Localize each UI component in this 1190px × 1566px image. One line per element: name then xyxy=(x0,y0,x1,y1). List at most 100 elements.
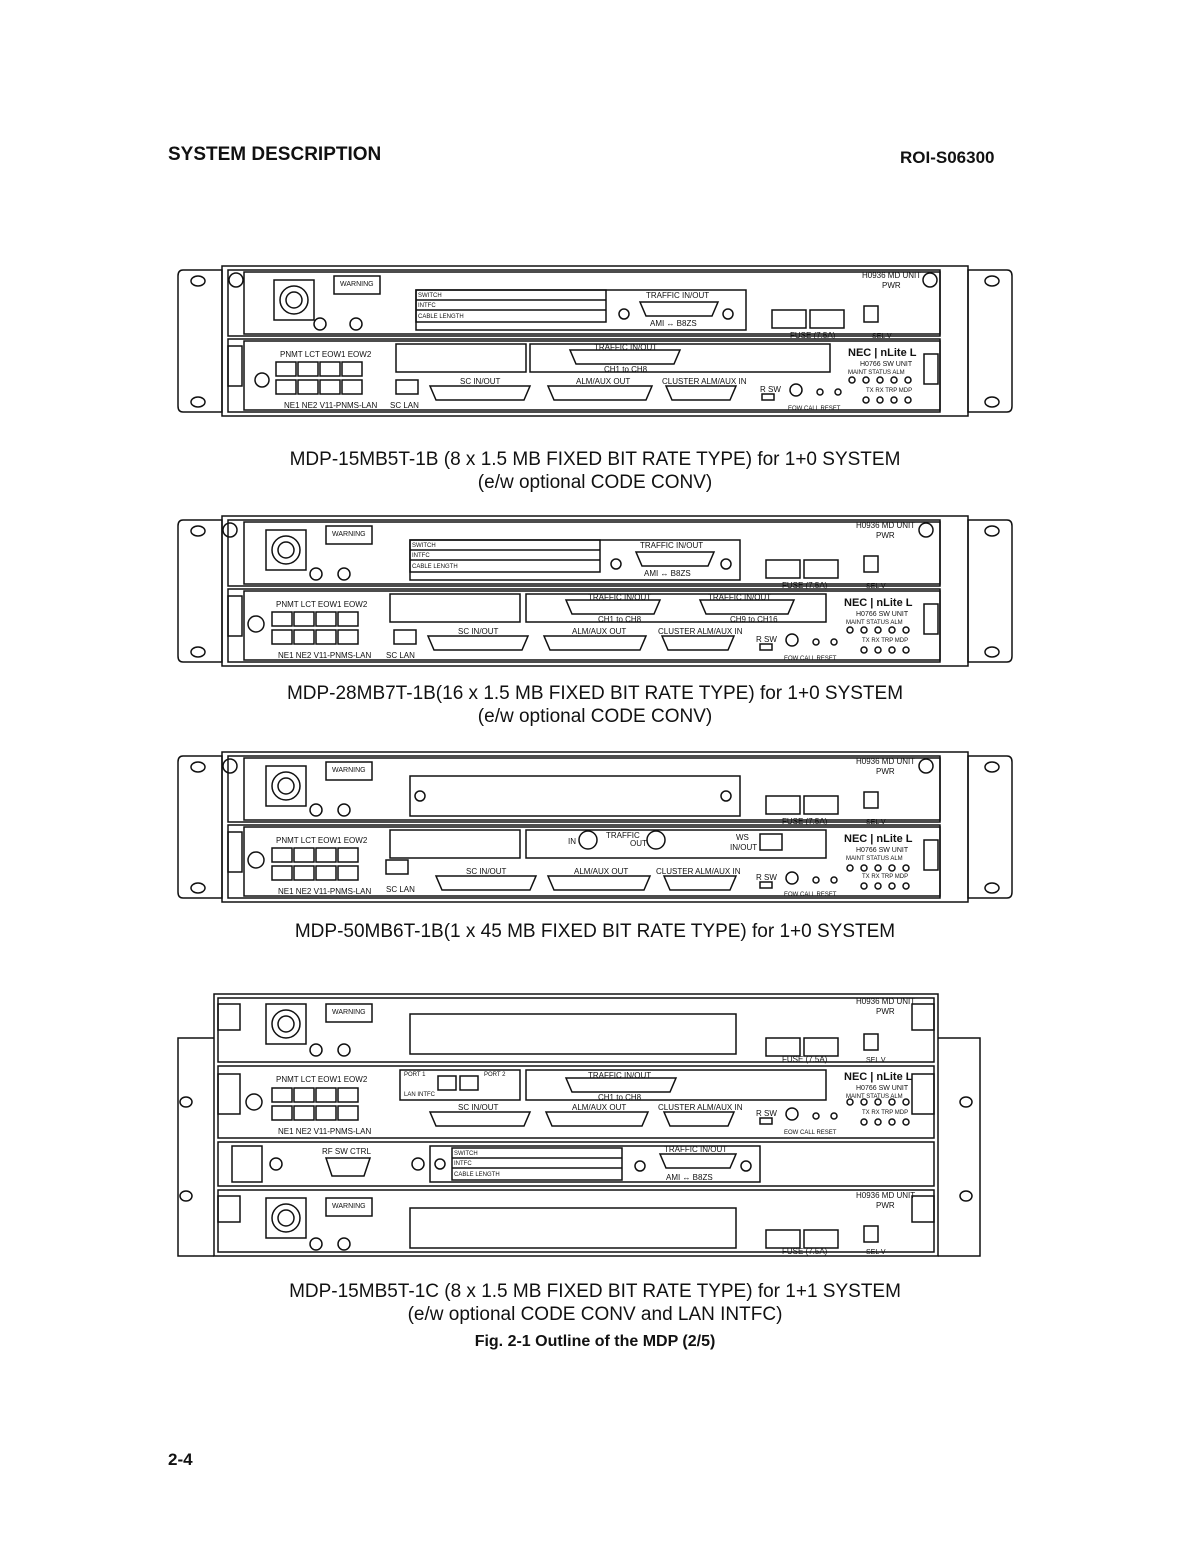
out-label: OUT xyxy=(630,839,647,848)
pnmt-row-label: PNMT LCT EOW1 EOW2 xyxy=(276,836,368,845)
tx-rx-label: TX RX TRP MDP xyxy=(866,388,912,394)
pwr-label: PWR xyxy=(876,767,895,776)
traffic-inout-label: TRAFFIC IN/OUT xyxy=(640,541,703,550)
cluster-alm-label: CLUSTER ALM/AUX IN xyxy=(656,867,741,876)
warning-label: WARNING xyxy=(332,767,366,774)
r-sw-label: R SW xyxy=(760,385,781,394)
sw-unit-label: H0766 SW UNIT xyxy=(856,847,909,854)
in-label: IN xyxy=(568,837,576,846)
cluster-alm-label: CLUSTER ALM/AUX IN xyxy=(662,377,747,386)
caption-1-line2: (e/w optional CODE CONV) xyxy=(477,472,713,493)
warning-label: WARNING xyxy=(340,281,374,288)
intfc-label: INTFC xyxy=(454,1161,472,1167)
cable-length-label: CABLE LENGTH xyxy=(418,314,464,320)
cable-length-label: CABLE LENGTH xyxy=(454,1172,500,1178)
ami-b8zs-label: AMI ↔ B8ZS xyxy=(644,569,691,578)
sw-unit-label: H0766 SW UNIT xyxy=(860,361,913,368)
fuse-label: FUSE (7.5A) xyxy=(790,331,836,340)
maint-status-label: MAINT STATUS ALM xyxy=(846,856,903,862)
ch1-ch8-label: CH1 to CH8 xyxy=(604,365,648,374)
eow-call-reset-label: EOW CALL RESET xyxy=(784,892,837,898)
md-unit-label-2: H0936 MD UNIT xyxy=(856,1191,915,1200)
figure-caption: Fig. 2-1 Outline of the MDP (2/5) xyxy=(474,1333,716,1350)
ch1-ch8-label: CH1 to CH8 xyxy=(598,615,642,624)
eow-call-reset-label: EOW CALL RESET xyxy=(784,656,837,662)
pnmt-row-label: PNMT LCT EOW1 EOW2 xyxy=(280,350,372,359)
pwr-label: PWR xyxy=(876,1007,895,1016)
sc-inout-label: SC IN/OUT xyxy=(460,377,501,386)
eow-call-reset-label: EOW CALL RESET xyxy=(784,1130,837,1136)
warning-label: WARNING xyxy=(332,1009,366,1016)
sc-inout-label: SC IN/OUT xyxy=(458,1103,499,1112)
traffic-inout-label: TRAFFIC IN/OUT xyxy=(594,343,657,352)
warning-label: WARNING xyxy=(332,531,366,538)
traffic-inout-label: TRAFFIC IN/OUT xyxy=(646,291,709,300)
ch1-ch8-label: CH1 to CH8 xyxy=(598,1093,642,1102)
in-out-label: IN/OUT xyxy=(730,843,757,852)
traffic-inout-label-2: TRAFFIC IN/OUT xyxy=(708,593,771,602)
sel-v-label: SEL V xyxy=(866,583,886,590)
ws-label: WS xyxy=(736,833,749,842)
ami-b8zs-label: AMI ↔ B8ZS xyxy=(666,1173,713,1182)
ne-row-label: NE1 NE2 V11-PNMS-LAN xyxy=(284,401,377,410)
brand-logo: NEC | nLite L xyxy=(848,347,917,359)
tx-rx-label: TX RX TRP MDP xyxy=(862,638,908,644)
mdp-15mb5t-1b-diagram: H0936 MD UNIT PWR FUSE (7.5A) SEL V WARN… xyxy=(0,262,1190,420)
r-sw-label: R SW xyxy=(756,635,777,644)
rf-sw-ctrl-label: RF SW CTRL xyxy=(322,1147,371,1156)
alm-aux-out-label: ALM/AUX OUT xyxy=(576,377,630,386)
tx-rx-label: TX RX TRP MDP xyxy=(862,1110,908,1116)
caption-4-line1: MDP-15MB5T-1C (8 x 1.5 MB FIXED BIT RATE… xyxy=(289,1281,901,1302)
ami-b8zs-label: AMI ↔ B8ZS xyxy=(650,319,697,328)
caption-3-line1: MDP-50MB6T-1B(1 x 45 MB FIXED BIT RATE T… xyxy=(294,921,896,942)
r-sw-label: R SW xyxy=(756,873,777,882)
cluster-alm-label: CLUSTER ALM/AUX IN xyxy=(658,1103,743,1112)
caption-2: MDP-28MB7T-1B(16 x 1.5 MB FIXED BIT RATE… xyxy=(0,682,1190,728)
sel-v-label-2: SEL V xyxy=(866,1249,886,1256)
pnmt-row-label: PNMT LCT EOW1 EOW2 xyxy=(276,1075,368,1084)
pwr-label: PWR xyxy=(876,531,895,540)
intfc-label: INTFC xyxy=(412,553,430,559)
mdp-50mb6t-1b-diagram: H0936 MD UNIT PWR FUSE (7.5A) SEL V WARN… xyxy=(0,748,1190,906)
fuse-label: FUSE (7.5A) xyxy=(782,1055,828,1064)
alm-aux-out-label: ALM/AUX OUT xyxy=(572,627,626,636)
maint-status-label: MAINT STATUS ALM xyxy=(846,1094,903,1100)
caption-4: MDP-15MB5T-1C (8 x 1.5 MB FIXED BIT RATE… xyxy=(0,1280,1190,1326)
traffic-inout-label: TRAFFIC IN/OUT xyxy=(588,593,651,602)
sc-lan-label: SC LAN xyxy=(386,651,415,660)
sel-v-label: SEL V xyxy=(872,333,892,340)
r-sw-label: R SW xyxy=(756,1109,777,1118)
sw-unit-label: H0766 SW UNIT xyxy=(856,1085,909,1092)
fuse-label: FUSE (7.5A) xyxy=(782,817,828,826)
mdp-28mb7t-1b-diagram: H0936 MD UNIT PWR FUSE (7.5A) SEL V WARN… xyxy=(0,512,1190,670)
switch-label: SWITCH xyxy=(418,293,442,299)
sw-unit-label: H0766 SW UNIT xyxy=(856,611,909,618)
ne-row-label: NE1 NE2 V11-PNMS-LAN xyxy=(278,887,371,896)
sc-inout-label: SC IN/OUT xyxy=(466,867,507,876)
fuse-label-2: FUSE (7.5A) xyxy=(782,1247,828,1256)
switch-label: SWITCH xyxy=(454,1151,478,1157)
maint-status-label: MAINT STATUS ALM xyxy=(848,370,905,376)
caption-1-line1: MDP-15MB5T-1B (8 x 1.5 MB FIXED BIT RATE… xyxy=(289,449,901,470)
md-unit-label: H0936 MD UNIT xyxy=(856,997,915,1006)
brand-logo: NEC | nLite L xyxy=(844,833,913,845)
eow-call-reset-label: EOW CALL RESET xyxy=(788,406,841,412)
page-number: 2-4 xyxy=(168,1450,193,1469)
brand-logo: NEC | nLite L xyxy=(844,597,913,609)
caption-2-line2: (e/w optional CODE CONV) xyxy=(477,706,713,727)
sc-lan-label: SC LAN xyxy=(390,401,419,410)
traffic-label: TRAFFIC xyxy=(606,831,640,840)
sel-v-label: SEL V xyxy=(866,819,886,826)
ch9-ch16-label: CH9 to CH16 xyxy=(730,615,778,624)
sc-inout-label: SC IN/OUT xyxy=(458,627,499,636)
cable-length-label: CABLE LENGTH xyxy=(412,564,458,570)
mdp-15mb5t-1c-diagram: H0936 MD UNIT PWR FUSE (7.5A) SEL V WARN… xyxy=(0,990,1190,1266)
ne-row-label: NE1 NE2 V11-PNMS-LAN xyxy=(278,651,371,660)
cluster-alm-label: CLUSTER ALM/AUX IN xyxy=(658,627,743,636)
tx-rx-label: TX RX TRP MDP xyxy=(862,874,908,880)
alm-aux-out-label: ALM/AUX OUT xyxy=(574,867,628,876)
caption-3: MDP-50MB6T-1B(1 x 45 MB FIXED BIT RATE T… xyxy=(0,920,1190,943)
md-unit-label: H0936 MD UNIT xyxy=(856,757,915,766)
ne-row-label: NE1 NE2 V11-PNMS-LAN xyxy=(278,1127,371,1136)
warning-label-2: WARNING xyxy=(332,1203,366,1210)
